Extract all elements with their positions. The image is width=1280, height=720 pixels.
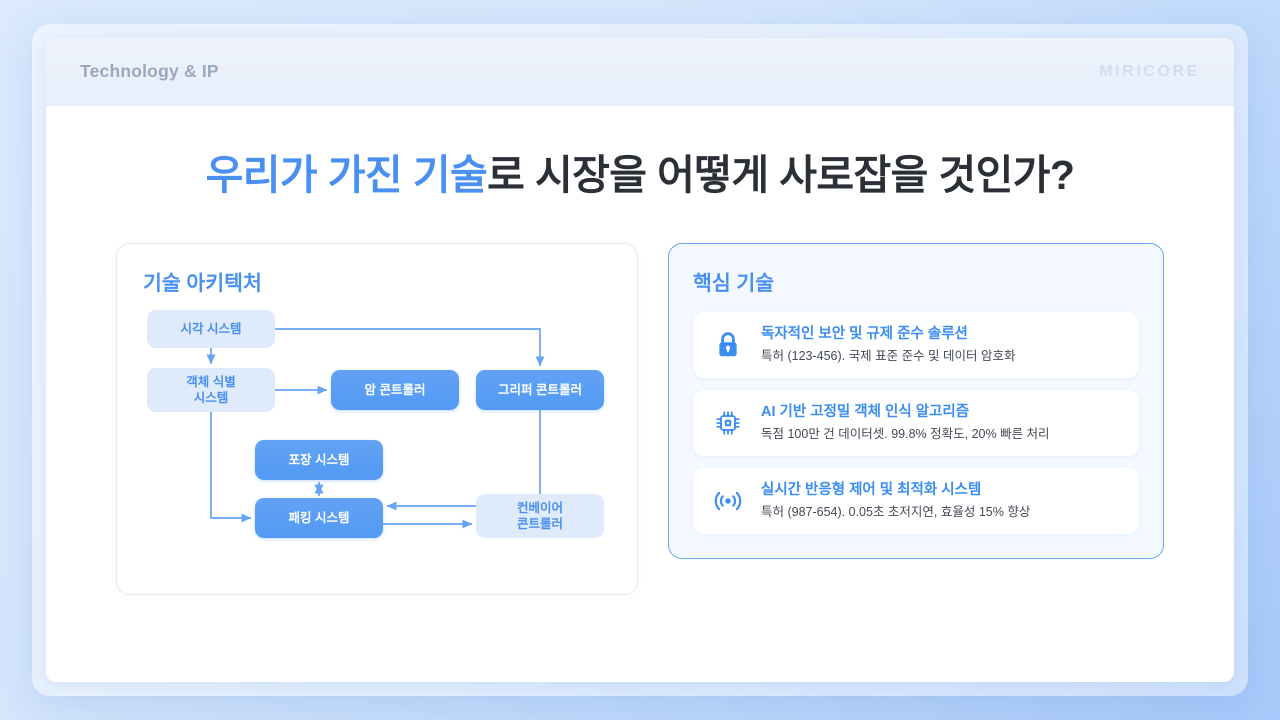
slide-header: Technology & IP MIRICORE [46,38,1234,106]
diagram-node-gripper[interactable]: 그리퍼 콘트롤러 [476,370,604,411]
brand-logo: MIRICORE [1099,62,1200,80]
tech-card-realtime-control[interactable]: 실시간 반응형 제어 및 최적화 시스템 특허 (987-654). 0.05초… [693,468,1139,535]
tech-card-desc: 독점 100만 건 데이터셋. 99.8% 정확도, 20% 빠른 처리 [761,426,1050,441]
tech-card-desc: 특허 (987-654). 0.05초 초저지연, 효율성 15% 향상 [761,504,1031,519]
tech-card-title: AI 기반 고정밀 객체 인식 알고리즘 [761,404,970,421]
tech-card-desc: 특허 (123-456). 국제 표준 준수 및 데이터 암호화 [761,348,1016,363]
tech-card-text: 독자적인 보안 및 규제 준수 솔루션 특허 (123-456). 국제 표준 … [761,325,1121,365]
title-section: 우리가 가진 기술로 시장을 어떻게 사로잡을 것인가? [46,106,1234,201]
page-title: 우리가 가진 기술로 시장을 어떻게 사로잡을 것인가? [46,150,1234,201]
broadcast-signal-icon [711,484,745,518]
lock-icon [711,328,745,362]
tech-card-text: AI 기반 고정밀 객체 인식 알고리즘 독점 100만 건 데이터셋. 99.… [761,403,1121,443]
tech-card-text: 실시간 반응형 제어 및 최적화 시스템 특허 (987-654). 0.05초… [761,481,1121,521]
tech-card-security[interactable]: 독자적인 보안 및 규제 준수 솔루션 특허 (123-456). 국제 표준 … [693,312,1139,379]
architecture-heading: 기술 아키텍처 [143,272,262,296]
slide: Technology & IP MIRICORE 우리가 가진 기술로 시장을 … [46,38,1234,682]
tech-card-title: 독자적인 보안 및 규제 준수 솔루션 [761,326,968,343]
page-title-rest: 로 시장을 어떻게 사로잡을 것인가? [487,152,1075,198]
diagram-node-packing[interactable]: 패킹 시스템 [255,498,383,539]
architecture-panel: 기술 아키텍처 [116,243,638,596]
header-title: Technology & IP [80,61,219,81]
diagram-node-packaging[interactable]: 포장 시스템 [255,440,383,481]
slide-frame: Technology & IP MIRICORE 우리가 가진 기술로 시장을 … [32,24,1248,696]
content-area: 기술 아키텍처 [46,201,1234,596]
core-tech-panel: 핵심 기술 독자적인 보안 및 규제 준수 솔루션 특허 (123-456). … [668,243,1164,560]
page-title-accent: 우리가 가진 기술 [205,152,488,198]
core-tech-heading: 핵심 기술 [693,272,775,296]
tech-card-title: 실시간 반응형 제어 및 최적화 시스템 [761,482,982,499]
cpu-chip-icon [711,406,745,440]
tech-card-ai-recognition[interactable]: AI 기반 고정밀 객체 인식 알고리즘 독점 100만 건 데이터셋. 99.… [693,390,1139,457]
diagram-node-vision[interactable]: 시각 시스템 [147,310,275,349]
diagram-node-arm[interactable]: 암 콘트롤러 [331,370,459,411]
